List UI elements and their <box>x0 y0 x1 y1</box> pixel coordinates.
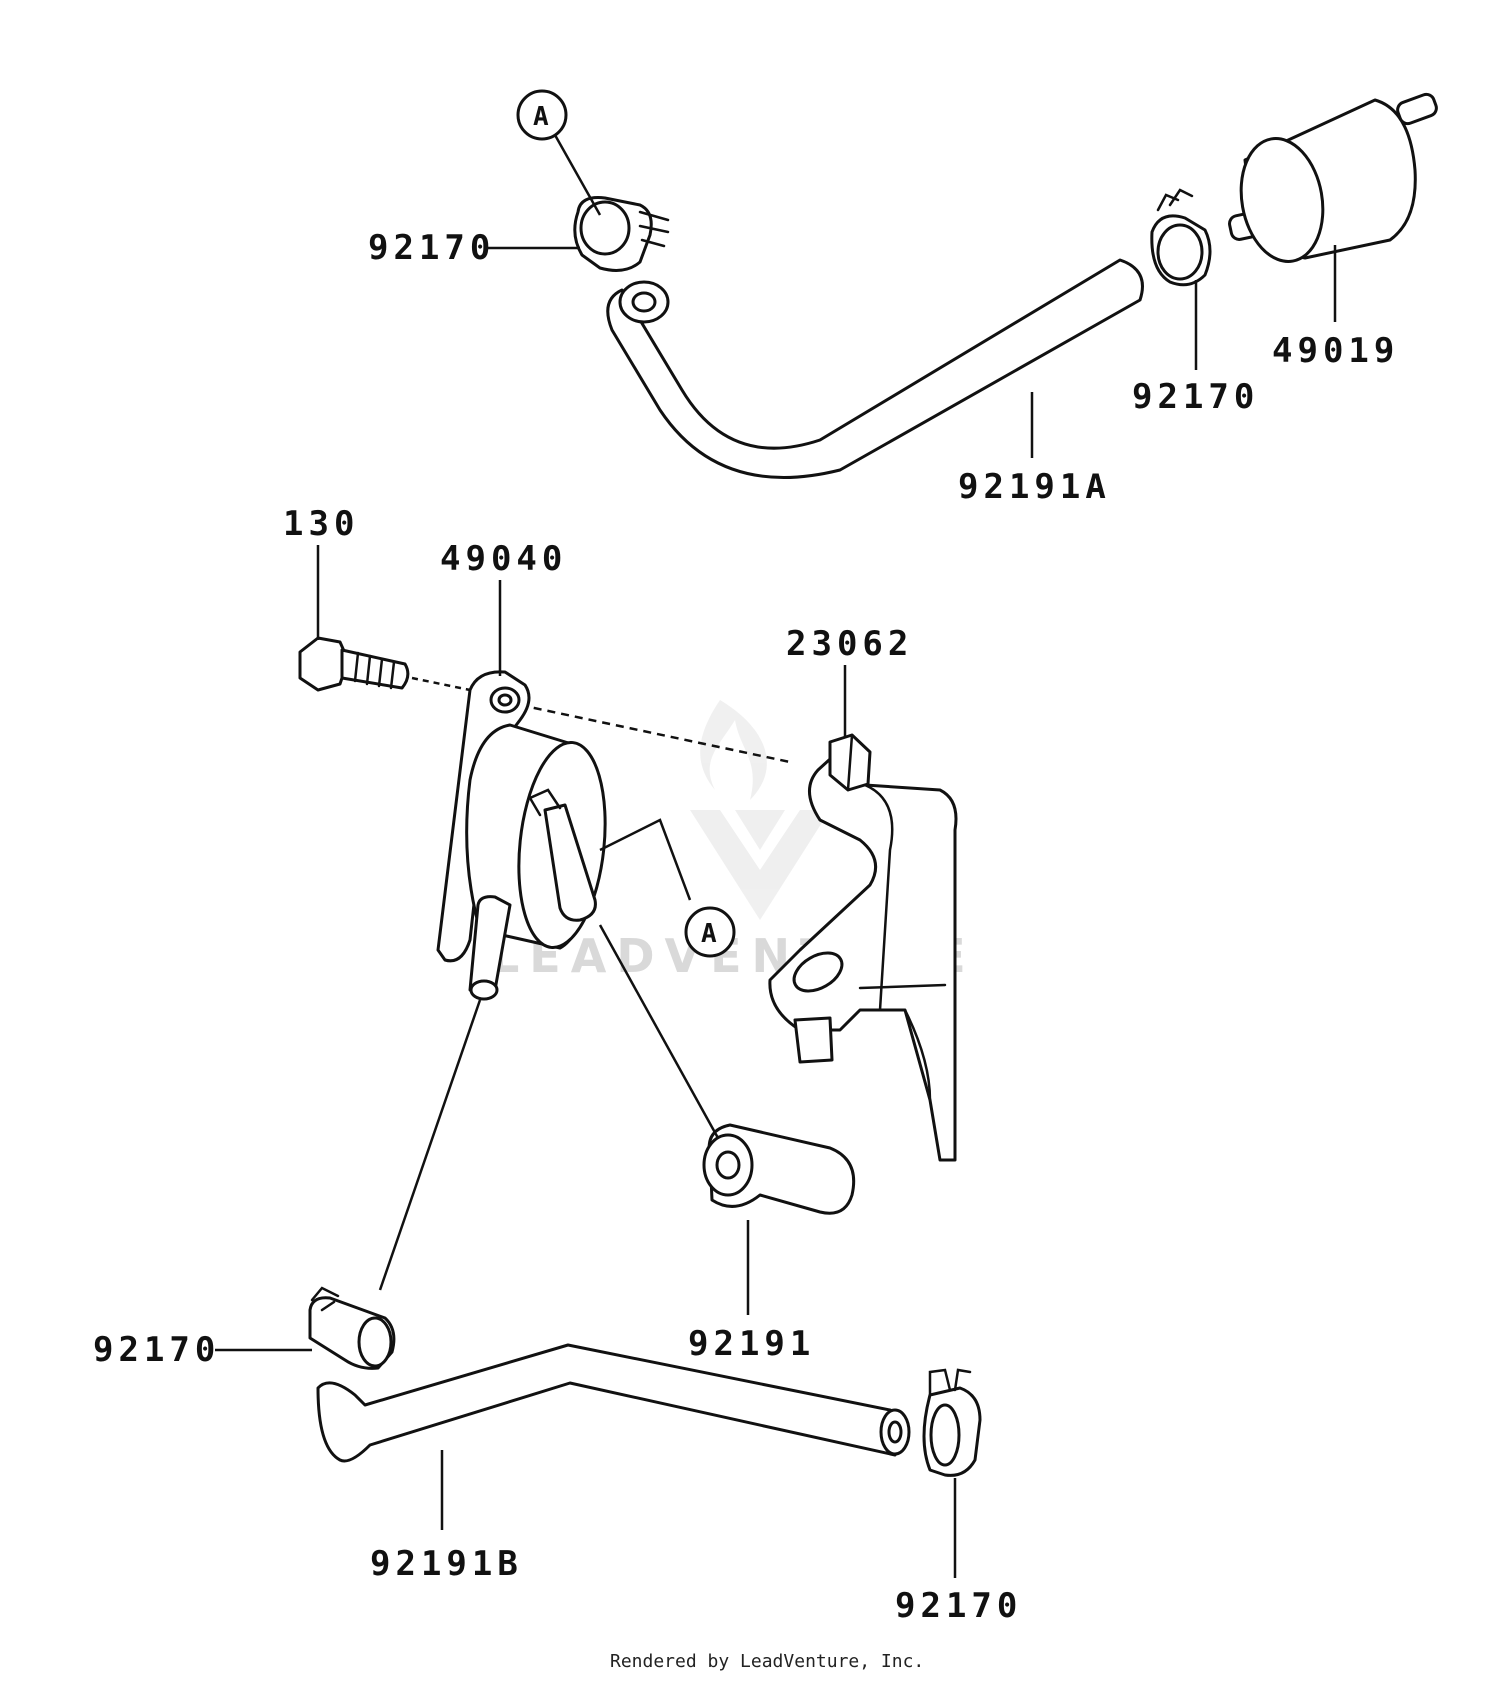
label-92170-top-left: 92170 <box>368 228 580 268</box>
fuel-hose-lower <box>316 1343 911 1463</box>
hose-clamp-bottom-right <box>922 1368 982 1477</box>
label-49040: 49040 <box>440 539 567 676</box>
watermark-logo <box>690 700 830 920</box>
short-hose <box>702 1123 856 1215</box>
fuel-filter <box>1228 92 1438 263</box>
label-23062: 23062 <box>786 624 913 738</box>
label-130: 130 <box>283 504 359 640</box>
fuel-pump <box>436 670 607 1001</box>
hose-clamp-top-left <box>573 196 670 272</box>
svg-text:49019: 49019 <box>1272 331 1399 371</box>
svg-text:A: A <box>701 919 717 949</box>
label-92170-top-right: 92170 <box>1132 280 1259 417</box>
svg-text:92191B: 92191B <box>370 1544 523 1584</box>
label-92170-bottom-right: 92170 <box>895 1478 1022 1626</box>
svg-text:92191: 92191 <box>688 1324 815 1364</box>
bracket <box>768 733 958 1162</box>
footer-credit: Rendered by LeadVenture, Inc. <box>610 1651 924 1672</box>
fuel-hose-upper <box>606 258 1144 479</box>
label-92191B: 92191B <box>370 1450 523 1584</box>
alignment-line <box>519 703 791 764</box>
svg-text:92170: 92170 <box>895 1586 1022 1626</box>
svg-text:92170: 92170 <box>368 228 495 268</box>
label-92191A: 92191A <box>958 392 1111 507</box>
svg-text:A: A <box>533 102 549 132</box>
callout-A-pump: A <box>599 818 736 958</box>
bolt <box>298 636 471 692</box>
svg-text:92191A: 92191A <box>958 467 1111 507</box>
hose-clamp-bottom-left <box>308 1286 396 1370</box>
svg-text:130: 130 <box>283 504 359 544</box>
label-92170-bottom-left: 92170 <box>93 1330 312 1370</box>
svg-text:92170: 92170 <box>1132 377 1259 417</box>
label-92191: 92191 <box>688 1220 815 1364</box>
leader-pump-outlet <box>378 999 482 1291</box>
hose-clamp-top-right <box>1150 188 1212 287</box>
callout-A-top: A <box>516 89 602 216</box>
svg-text:23062: 23062 <box>786 624 913 664</box>
svg-text:49040: 49040 <box>440 539 567 579</box>
svg-text:92170: 92170 <box>93 1330 220 1370</box>
leader-pump-inlet <box>598 924 720 1139</box>
label-49019: 49019 <box>1272 245 1399 371</box>
